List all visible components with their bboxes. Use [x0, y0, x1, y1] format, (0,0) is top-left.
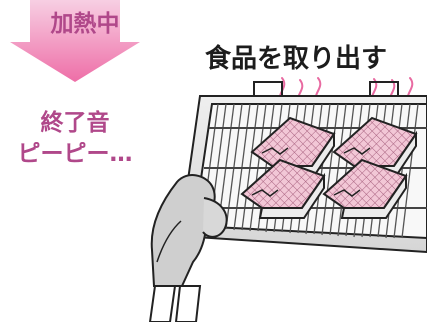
down-arrow-icon: [10, 0, 140, 82]
status-label: 加熱中: [50, 11, 120, 37]
oven-mitt-icon: [148, 174, 228, 322]
end-sound-line-2: ピーピー…: [17, 141, 133, 167]
end-sound-line-1: 終了音: [40, 110, 110, 136]
fish-fillet-icon: [240, 116, 418, 219]
step-title: 食品を取り出す: [205, 44, 388, 74]
end-sound-text: 終了音 ピーピー…: [0, 108, 150, 170]
